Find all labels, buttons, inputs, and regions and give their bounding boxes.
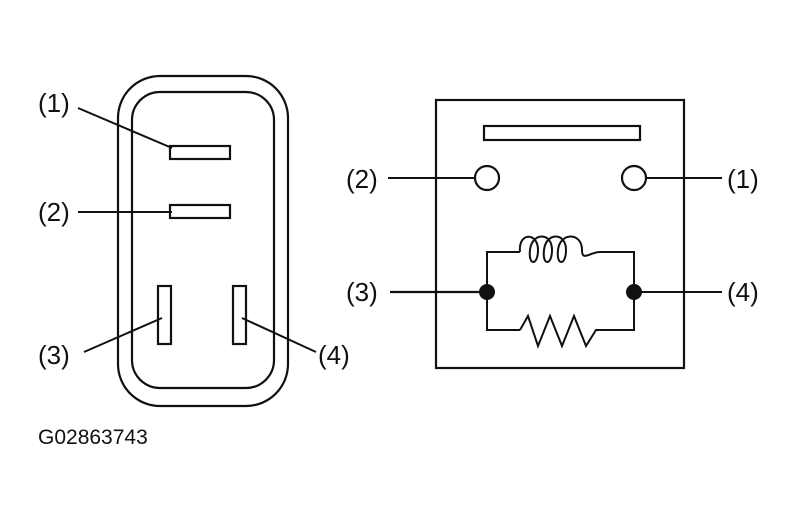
connector-inner-outline bbox=[130, 90, 276, 390]
schematic-label-4: (4) bbox=[727, 277, 759, 307]
terminal-3-blade bbox=[156, 284, 173, 346]
leader-line-3 bbox=[83, 317, 163, 353]
schematic-label-1: (1) bbox=[727, 164, 759, 194]
relay-coil bbox=[518, 235, 601, 263]
connector-face-view: (1) (2) (3) (4) bbox=[38, 74, 350, 408]
resistor bbox=[519, 313, 602, 349]
terminal-2-blade bbox=[168, 203, 232, 220]
terminal-2-open-circle bbox=[473, 164, 501, 192]
schematic-label-2: (2) bbox=[346, 164, 378, 194]
relay-schematic-view: (2) (1) (3) (4) bbox=[346, 98, 759, 370]
schematic-top-bar bbox=[482, 124, 642, 142]
schematic-housing bbox=[434, 98, 686, 370]
circuit-frame-left bbox=[486, 251, 520, 292]
figure-code: G02863743 bbox=[38, 426, 148, 449]
connector-label-1: (1) bbox=[38, 88, 70, 118]
connector-label-3: (3) bbox=[38, 340, 70, 370]
terminal-1-open-circle bbox=[620, 164, 648, 192]
connector-outer-outline bbox=[116, 74, 290, 408]
leader-line-1 bbox=[77, 107, 173, 149]
leader-line-4 bbox=[241, 317, 317, 353]
circuit-bottom-left bbox=[486, 292, 520, 331]
connector-label-2: (2) bbox=[38, 197, 70, 227]
schematic-label-3: (3) bbox=[346, 277, 378, 307]
terminal-1-blade bbox=[168, 144, 232, 161]
connector-label-4: (4) bbox=[318, 340, 350, 370]
circuit-frame-right bbox=[600, 251, 635, 292]
circuit-bottom-right bbox=[602, 292, 635, 331]
terminal-4-blade bbox=[231, 284, 248, 346]
